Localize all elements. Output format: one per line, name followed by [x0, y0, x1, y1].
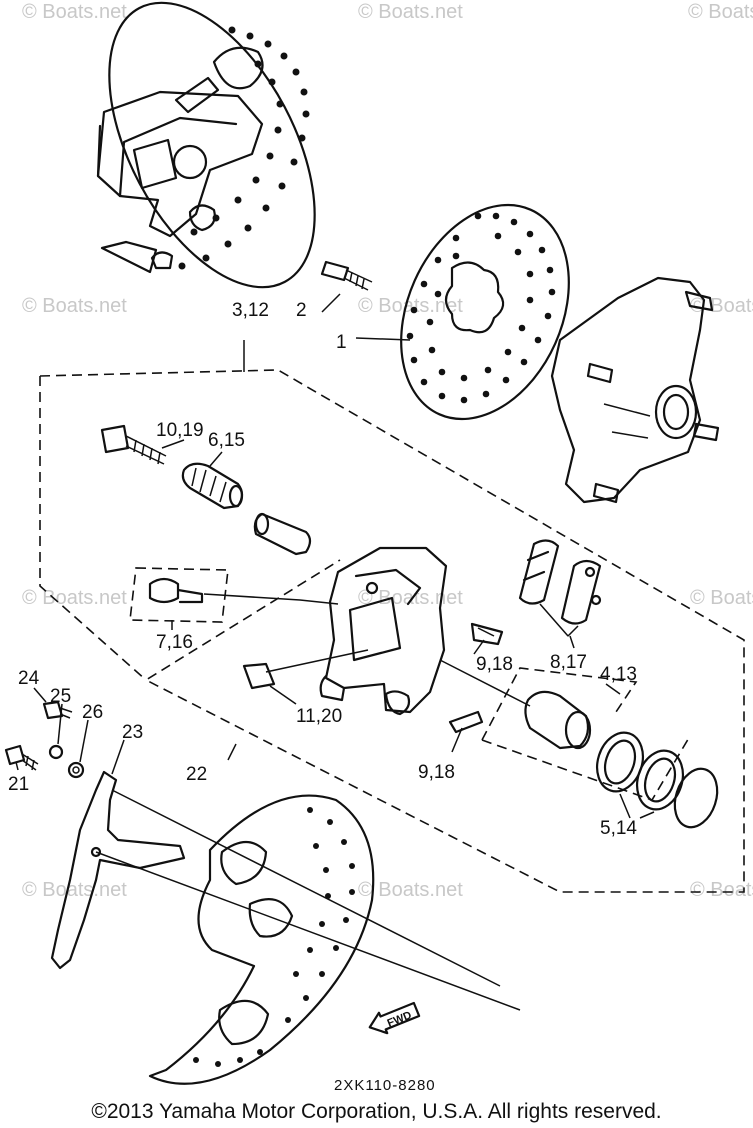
watermark: © Boats.net [22, 879, 127, 901]
callout-21: 21 [8, 774, 29, 795]
callout-7-16: 7,16 [156, 632, 193, 653]
callout-10-19: 10,19 [156, 420, 204, 441]
watermark: © Boats.net [358, 879, 463, 901]
part-6-15-boot [181, 462, 244, 510]
part-26-washer [67, 761, 85, 779]
callout-2: 2 [296, 300, 307, 321]
wheel-hub [550, 276, 720, 504]
part-10-19-pin-bolt [100, 424, 167, 465]
callout-9-18-lower: 9,18 [418, 762, 455, 783]
callout-11-20: 11,20 [296, 706, 342, 727]
part-8-17-brake-pads [518, 539, 602, 637]
watermark: © Boats.net [22, 587, 127, 609]
callout-8-17: 8,17 [550, 652, 587, 673]
caliper-sleeve [253, 512, 312, 556]
part-9-18-pad-clip-lower [448, 710, 484, 734]
leader-lines [15, 293, 621, 775]
watermark: © Boats.net [690, 879, 753, 901]
watermark: © Boats.net [358, 587, 463, 609]
part-5-14-seals [596, 731, 719, 829]
part-2-disc-bolt [320, 260, 373, 291]
watermark: © Boats.net [22, 1, 127, 23]
callout-22: 22 [186, 764, 207, 785]
watermark: © Boats.net [22, 295, 127, 317]
callout-1: 1 [336, 332, 347, 353]
assembled-brake-overview [96, 1, 316, 289]
diagram-code: 2XK110-8280 [334, 1077, 436, 1094]
watermarks: © Boats.net © Boats.net © Boats.net © Bo… [22, 1, 753, 901]
fwd-arrow-icon: FWD [368, 1001, 421, 1035]
caliper-body [319, 546, 448, 716]
callout-labels: 1 2 3,12 10,19 6,15 7,16 9,18 8,17 4,13 … [8, 300, 637, 795]
callout-9-18-upper: 9,18 [476, 654, 513, 675]
watermark: © Boats.net [690, 587, 753, 609]
callout-6-15: 6,15 [208, 430, 245, 451]
callout-3-12: 3,12 [232, 300, 269, 321]
part-11-20-shim [242, 649, 369, 690]
callout-26: 26 [82, 702, 103, 723]
callout-24: 24 [18, 668, 40, 689]
part-9-18-pad-clip-upper [470, 622, 504, 646]
part-1-brake-disc [400, 203, 570, 421]
caliper-assembly-boundary [39, 340, 745, 893]
part-21-bolt [4, 744, 39, 771]
part-23-bracket [50, 770, 521, 1011]
part-7-16-bleeder [148, 577, 339, 605]
callout-23: 23 [122, 722, 143, 743]
part-25-washer [48, 744, 64, 760]
callout-4-13: 4,13 [600, 664, 637, 685]
watermark: © Boats.net [690, 295, 753, 317]
callout-25: 25 [50, 686, 71, 707]
copyright-notice: ©2013 Yamaha Motor Corporation, U.S.A. A… [91, 1100, 662, 1123]
callout-5-14: 5,14 [600, 818, 637, 839]
watermark: © Boats.net [688, 1, 753, 23]
watermark: © Boats.net [358, 295, 463, 317]
part-22-disc-cover [148, 743, 375, 1085]
watermark: © Boats.net [358, 1, 463, 23]
part-4-13-piston [439, 659, 592, 750]
